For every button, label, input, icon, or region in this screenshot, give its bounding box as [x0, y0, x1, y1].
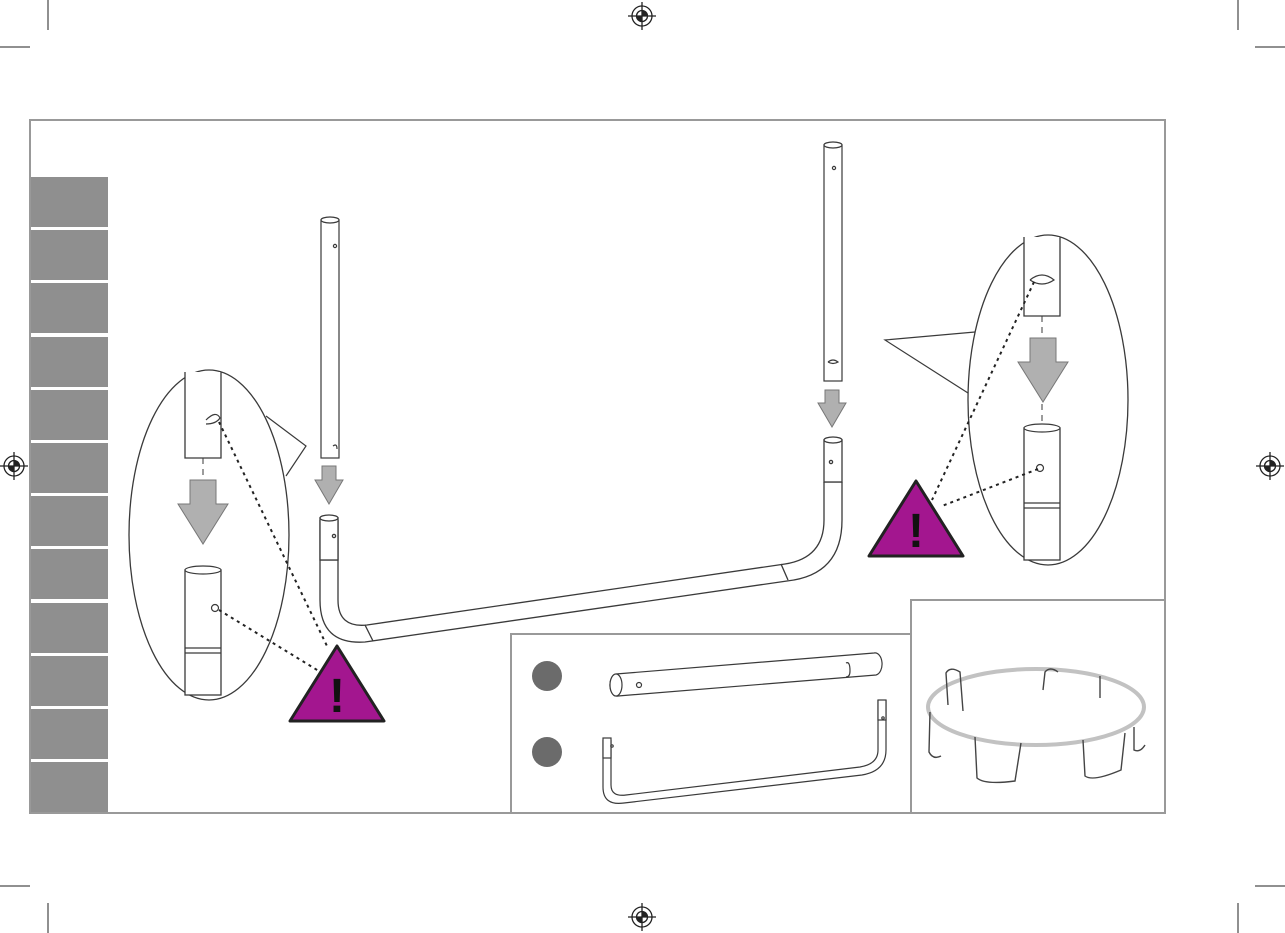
part-marker-1	[532, 661, 562, 691]
registration-crosshair-icon	[0, 452, 28, 480]
warning-symbol: !	[329, 670, 345, 723]
registration-crosshair-icon	[1256, 452, 1284, 480]
part-marker-2	[532, 737, 562, 767]
warning-symbol: !	[908, 505, 924, 558]
left-upright-tube	[321, 217, 339, 458]
u-shaped-leg	[320, 437, 842, 642]
down-arrow-icon	[818, 390, 846, 427]
registration-crosshair-icon	[628, 2, 656, 30]
result-panel	[911, 600, 1165, 813]
warning-triangle-icon: !	[290, 646, 384, 723]
down-arrow-icon	[315, 466, 343, 504]
right-upright-tube	[824, 142, 842, 381]
registration-crosshair-icon	[628, 903, 656, 931]
left-detail-callout	[129, 370, 306, 700]
warning-triangle-icon: !	[869, 481, 963, 558]
